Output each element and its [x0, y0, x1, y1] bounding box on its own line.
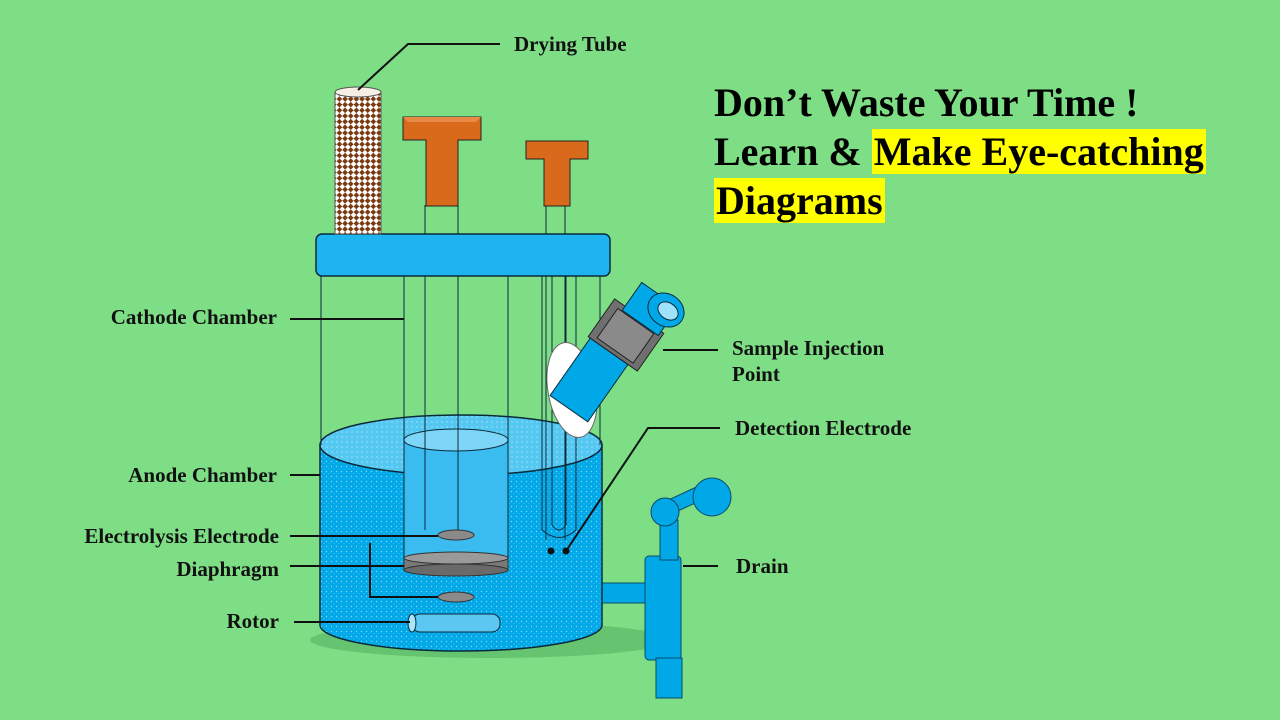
anode-chamber-label: Anode Chamber [128, 463, 277, 487]
drain-label: Drain [736, 554, 789, 578]
headline-line2-prefix: Learn & [714, 129, 872, 174]
sample-injection-label: Sample Injection Point [732, 335, 884, 388]
vessel-lid [315, 233, 611, 277]
cathode-chamber-label: Cathode Chamber [110, 305, 277, 329]
diaphragm-disc [403, 551, 509, 577]
detection-electrode-dot [547, 547, 555, 555]
headline-highlight-1: Make Eye-catching [871, 129, 1206, 174]
detection-electrode-cap [525, 140, 589, 207]
headline-line3: Diagrams [714, 176, 1206, 225]
leader-lines [290, 43, 720, 623]
drying-tube-label: Drying Tube [514, 32, 627, 56]
lower-electrode-disc [437, 591, 475, 603]
sample-injection-label-line1: Sample Injection [732, 336, 885, 360]
electrolysis-electrode-label: Electrolysis Electrode [84, 524, 279, 548]
headline-line2: Learn & Make Eye-catching [714, 127, 1206, 176]
sample-injection-port [546, 281, 685, 438]
cathode-chamber-cylinder [403, 428, 509, 567]
headline-highlight-2: Diagrams [714, 178, 885, 223]
headline-line1: Don’t Waste Your Time ! [714, 80, 1139, 125]
electrolysis-electrode-cap [402, 116, 482, 207]
drying-tube [334, 86, 382, 235]
headline: Don’t Waste Your Time ! Learn & Make Eye… [714, 78, 1206, 225]
drain-valve [599, 477, 732, 699]
rotor-bar [407, 613, 501, 633]
diaphragm-label: Diaphragm [176, 557, 279, 581]
electrolysis-electrode-disc [437, 529, 475, 541]
detection-electrode-label: Detection Electrode [735, 416, 912, 440]
rotor-label: Rotor [226, 609, 279, 633]
sample-injection-label-line2: Point [732, 362, 780, 387]
